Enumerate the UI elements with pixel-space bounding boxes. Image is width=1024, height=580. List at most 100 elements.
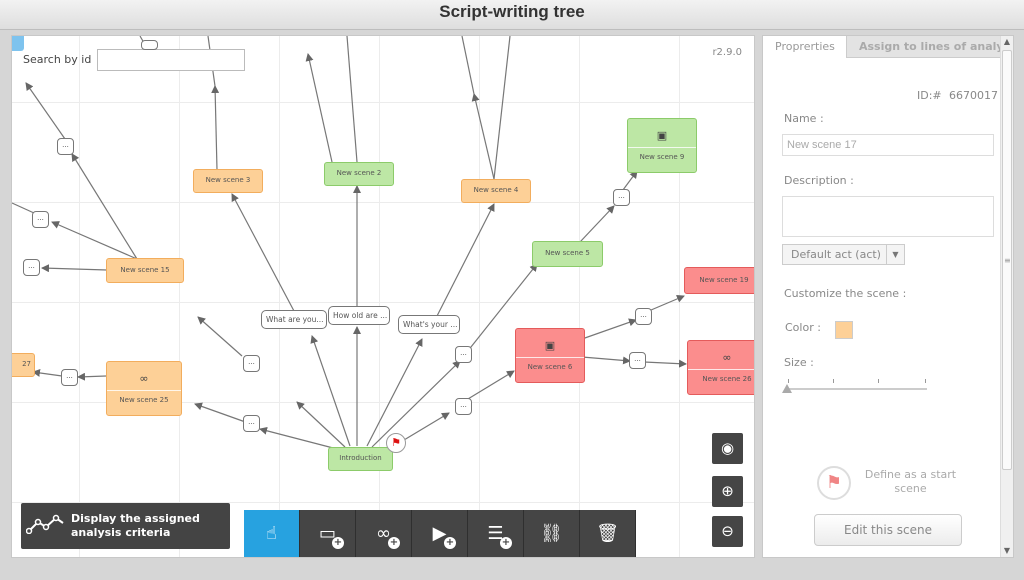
link-dots[interactable]: ...	[629, 352, 646, 369]
edge	[296, 401, 346, 448]
title-bar: Script-writing tree	[0, 0, 1024, 30]
color-label: Color :	[785, 321, 821, 334]
scene-node-3[interactable]: New scene 3	[193, 169, 263, 193]
size-slider[interactable]	[787, 388, 927, 390]
link-dots[interactable]: ...	[32, 211, 49, 228]
chain-icon: ⛓	[540, 523, 563, 544]
edge	[579, 205, 615, 243]
scene-node-26[interactable]: ∞ New scene 26	[687, 340, 754, 395]
id-label: ID:#	[917, 89, 942, 102]
color-swatch[interactable]	[835, 321, 853, 339]
zoom-out-icon: ⊖	[721, 522, 734, 540]
scene-node-2[interactable]: New scene 2	[324, 162, 394, 186]
scene-node-15[interactable]: New scene 15	[106, 258, 184, 283]
display-criteria-button[interactable]: Display the assigned analysis criteria	[21, 503, 230, 549]
define-start-label[interactable]: Define as a start scene	[864, 468, 957, 495]
size-slider-handle[interactable]	[782, 384, 792, 393]
scene-node-6[interactable]: ▣ New scene 6	[515, 328, 585, 383]
name-field[interactable]	[782, 134, 994, 156]
tab-properties[interactable]: Proprerties	[763, 36, 847, 58]
target-icon: ◉	[720, 439, 735, 457]
link-dots[interactable]: ...	[455, 346, 472, 363]
add-link-scene-button[interactable]: ∞+	[356, 510, 412, 557]
edge	[197, 316, 243, 357]
id-value: 6670017	[949, 89, 998, 102]
edges-layer	[12, 36, 687, 450]
edge	[371, 360, 461, 448]
start-flag-icon[interactable]: ⚑	[817, 466, 851, 500]
choice-whats-your[interactable]: What's your ...	[398, 315, 460, 334]
link-dots[interactable]: ...	[243, 355, 260, 372]
link-dots[interactable]: ...	[635, 308, 652, 325]
customize-label: Customize the scene :	[784, 287, 907, 300]
tab-assign-analysis[interactable]: Assign to lines of analysis	[847, 36, 1003, 58]
edge	[12, 202, 35, 214]
edge	[77, 372, 107, 381]
list-icon: ☰	[487, 523, 504, 544]
video-icon: ▶	[432, 523, 447, 544]
description-field[interactable]	[782, 196, 994, 237]
delete-button[interactable]: 🗑	[580, 510, 636, 557]
scene-node-27[interactable]: 27	[12, 353, 35, 377]
zoom-in-icon: ⊕	[721, 482, 734, 500]
search-label: Search by id	[23, 53, 92, 66]
center-view-button[interactable]: ◉	[712, 433, 743, 464]
edit-scene-button[interactable]: Edit this scene	[814, 514, 962, 546]
edge	[51, 221, 138, 260]
choice-how-old[interactable]: How old are ...	[328, 306, 390, 325]
link-icon: ∞	[139, 371, 149, 385]
scroll-down-icon[interactable]: ▼	[1003, 546, 1011, 555]
link-dots[interactable]: ...	[57, 138, 74, 155]
scene-node-19[interactable]: New scene 19	[684, 267, 754, 294]
tree-canvas[interactable]: Search by id r2.9.0 Introduction ⚑ New s…	[11, 35, 755, 558]
line-chart-icon	[21, 514, 71, 538]
edge	[259, 426, 338, 450]
link-dots[interactable]: ...	[61, 369, 78, 386]
act-select[interactable]: Default act (act) ▼	[782, 244, 905, 265]
toolbar: ☝ ▭+ ∞+ ▶+ ☰+ ⛓ 🗑	[244, 510, 636, 557]
hand-pointer-icon: ☝	[266, 523, 277, 544]
search-input[interactable]	[97, 49, 245, 71]
scene-node-4[interactable]: New scene 4	[461, 179, 531, 203]
edge	[41, 264, 108, 273]
link-scenes-button[interactable]: ⛓	[524, 510, 580, 557]
flag-icon: ⚑	[386, 433, 406, 453]
edge	[211, 85, 220, 171]
size-label: Size :	[784, 356, 814, 369]
edge	[25, 82, 66, 140]
edge	[466, 263, 538, 353]
link-dots[interactable]	[141, 40, 158, 50]
window-title: Script-writing tree	[439, 2, 585, 21]
scene-node-5[interactable]: New scene 5	[532, 241, 603, 267]
edge	[643, 359, 687, 368]
scene-node-25[interactable]: ∞ New scene 25	[106, 361, 182, 416]
chevron-down-icon: ▼	[886, 245, 904, 264]
edge	[493, 36, 511, 180]
scroll-up-icon[interactable]: ▲	[1003, 37, 1011, 46]
link-dots[interactable]: ...	[23, 259, 40, 276]
scene-node-introduction[interactable]: Introduction	[328, 447, 393, 471]
version-label: r2.9.0	[712, 47, 742, 58]
link-dots[interactable]: ...	[455, 398, 472, 415]
scroll-thumb[interactable]	[1002, 50, 1012, 470]
scene-node-9[interactable]: ▣ New scene 9	[627, 118, 697, 173]
edge	[305, 53, 333, 163]
edge	[461, 36, 475, 95]
zoom-out-button[interactable]: ⊖	[712, 516, 743, 547]
link-icon: ∞	[722, 350, 732, 364]
scene-icon: ▭	[318, 523, 336, 544]
edge	[462, 370, 515, 403]
add-list-scene-button[interactable]: ☰+	[468, 510, 524, 557]
zoom-in-button[interactable]: ⊕	[712, 476, 743, 507]
link-dots[interactable]: ...	[243, 415, 260, 432]
select-tool-button[interactable]: ☝	[244, 510, 300, 557]
choice-what-are-you[interactable]: What are you...	[261, 310, 327, 329]
corner-marker	[12, 36, 24, 51]
edge	[71, 153, 138, 260]
panel-scrollbar[interactable]: ▲ ▼	[1000, 36, 1013, 557]
properties-panel: Proprerties Assign to lines of analysis …	[762, 35, 1014, 558]
film-icon: ▣	[544, 338, 556, 352]
add-video-scene-button[interactable]: ▶+	[412, 510, 468, 557]
link-dots[interactable]: ...	[613, 189, 630, 206]
add-scene-button[interactable]: ▭+	[300, 510, 356, 557]
